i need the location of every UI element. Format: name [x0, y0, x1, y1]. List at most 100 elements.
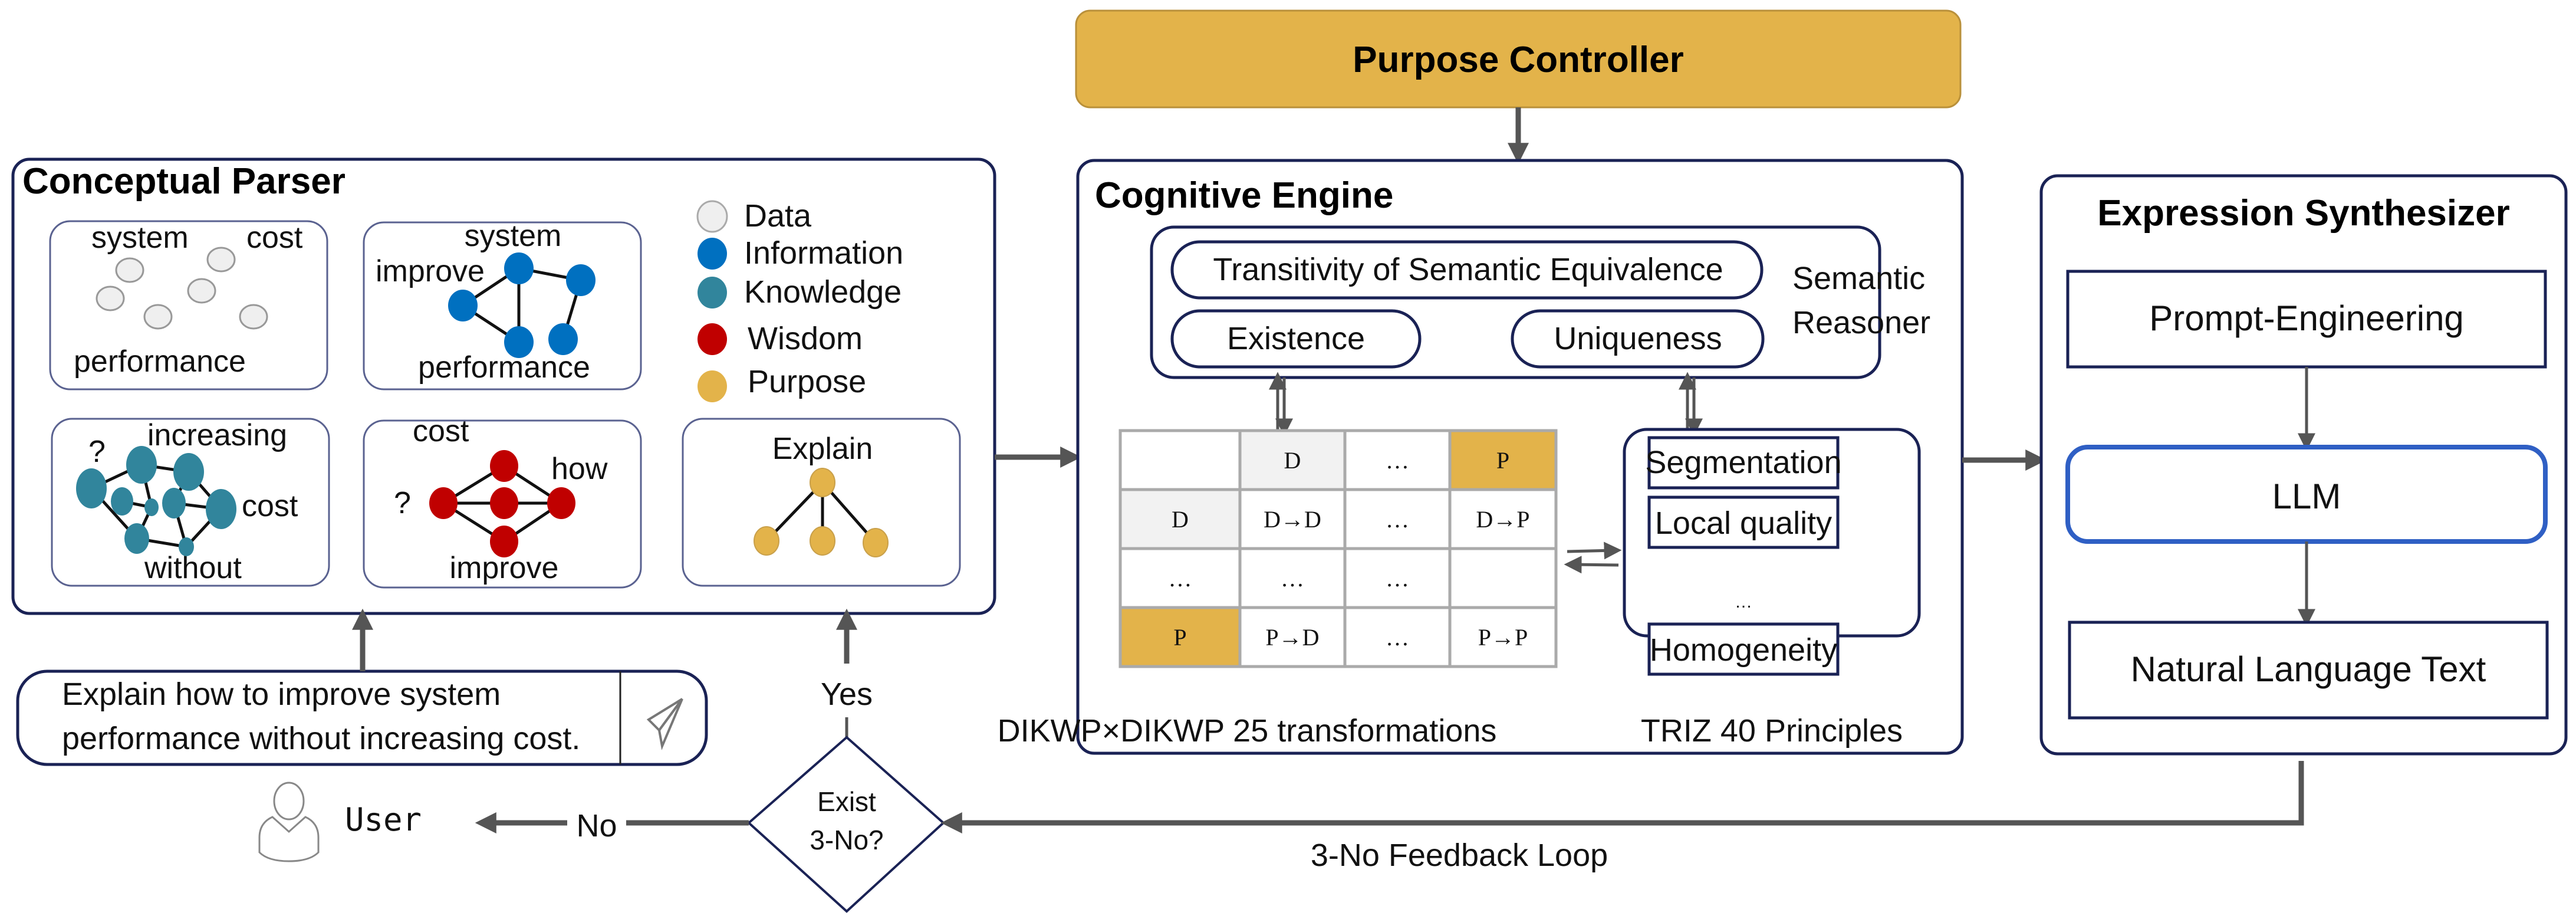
matrix-cell-label: … — [1281, 565, 1304, 592]
triz-item[interactable] — [1647, 436, 1840, 490]
triz-local-quality-label: Local quality — [1655, 506, 1832, 541]
knowledge-node — [124, 523, 149, 554]
matrix-cell — [1448, 606, 1558, 668]
triz-item[interactable] — [1647, 495, 1840, 549]
matrix-cell-label: … — [1386, 565, 1409, 592]
word-performance: performance — [74, 344, 246, 379]
data-node — [206, 247, 236, 273]
matrix-caption: DIKWP×DIKWP 25 transformations — [998, 713, 1497, 749]
expression-synthesizer-title: Expression Synthesizer — [2097, 193, 2510, 234]
matrix-cell-label: D — [1284, 447, 1301, 474]
transitivity-label: Transitivity of Semantic Equivalence — [1213, 252, 1723, 287]
triz-caption: TRIZ 40 Principles — [1641, 713, 1903, 749]
knowledge-graph-frame — [51, 418, 330, 587]
information-node — [566, 264, 596, 296]
matrix-cell-label: P→D — [1265, 624, 1319, 651]
legend-wisdom-label: Wisdom — [748, 321, 863, 356]
prompt-engineering-box[interactable] — [2066, 270, 2547, 369]
wisdom-node — [429, 487, 458, 519]
decision-line2: 3-No? — [810, 825, 883, 855]
matrix-cell — [1343, 488, 1452, 550]
knowledge-graph: ? increasing cost without — [51, 418, 330, 587]
legend-information-swatch — [698, 238, 727, 270]
triz-ellipsis: … — [1735, 592, 1752, 612]
word-performance: performance — [418, 350, 590, 385]
uniqueness-pill[interactable] — [1511, 309, 1765, 369]
llm-label: LLM — [2272, 477, 2341, 516]
decision-line1: Exist — [817, 786, 876, 817]
word-improve: improve — [376, 254, 485, 288]
data-node — [96, 285, 125, 311]
user-input-box[interactable]: Explain how to improve system performanc… — [16, 669, 708, 766]
arrow-matrix-to-triz — [1567, 541, 1622, 560]
data-node — [115, 257, 144, 283]
wisdom-node — [490, 487, 518, 519]
existence-pill[interactable] — [1170, 309, 1422, 369]
legend-knowledge-swatch — [698, 277, 727, 308]
word-system: system — [465, 219, 562, 253]
matrix-cell-label: … — [1386, 506, 1409, 533]
feedback-loop-arrow — [940, 761, 2304, 833]
conceptual-parser-title: Conceptual Parser — [22, 161, 346, 202]
matrix-cell-label: P→P — [1478, 624, 1528, 651]
matrix-cell-label: … — [1386, 624, 1409, 651]
triz-homogeneity-label: Homogeneity — [1650, 632, 1837, 668]
matrix-cell-label: P — [1173, 624, 1186, 651]
purpose-node — [863, 528, 889, 557]
prompt-engineering-label: Prompt-Engineering — [2149, 298, 2464, 338]
matrix-cell — [1448, 488, 1558, 550]
existence-label: Existence — [1227, 321, 1365, 356]
purpose-controller[interactable]: Purpose Controller — [1075, 9, 1962, 109]
word-explain: Explain — [772, 432, 873, 466]
paper-plane-icon[interactable] — [646, 698, 683, 750]
natural-language-text-label: Natural Language Text — [2131, 649, 2486, 689]
triz-segmentation-label: Segmentation — [1645, 445, 1841, 480]
knowledge-node — [144, 498, 159, 516]
matrix-cell — [1343, 429, 1452, 491]
prompt-text-line2: performance without increasing cost. — [62, 721, 580, 756]
legend-wisdom-swatch — [698, 323, 727, 355]
purpose-graph: Explain — [682, 418, 961, 587]
legend-knowledge-label: Knowledge — [744, 274, 902, 310]
data-node — [143, 304, 173, 330]
wisdom-node — [490, 450, 518, 482]
conceptual-parser-panel: Conceptual Parser system cost performanc… — [11, 157, 996, 615]
matrix-cell — [1118, 429, 1242, 491]
information-graph: system improve performance — [363, 219, 642, 390]
arrow-triz-to-matrix — [1564, 556, 1619, 574]
matrix-cell-label: … — [1386, 447, 1409, 474]
wisdom-node — [490, 526, 518, 557]
word-without: without — [144, 551, 242, 585]
purpose-node — [754, 526, 779, 556]
information-node — [448, 290, 478, 321]
decision-shape — [746, 736, 945, 913]
triz-item[interactable] — [1647, 622, 1840, 676]
transitivity-pill[interactable] — [1170, 240, 1764, 300]
word-system: system — [91, 221, 189, 255]
knowledge-node — [162, 488, 186, 518]
natural-language-text-box[interactable] — [2068, 621, 2549, 720]
yes-label: Yes — [821, 677, 873, 712]
triz-principles: Segmentation Local quality … Homogeneity — [1623, 428, 1921, 676]
matrix-cell — [1448, 547, 1558, 609]
word-how: how — [551, 452, 608, 486]
knowledge-node — [179, 537, 194, 556]
data-graph: system cost performance — [49, 220, 328, 390]
knowledge-node — [206, 489, 236, 529]
feedback-loop-label: 3-No Feedback Loop — [1311, 838, 1608, 873]
knowledge-node — [173, 453, 204, 491]
information-node — [504, 326, 534, 358]
purpose-node — [810, 468, 835, 497]
semantic-reasoner: Transitivity of Semantic Equivalence Exi… — [1150, 225, 1930, 379]
legend-information-label: Information — [744, 235, 903, 271]
matrix-cell — [1343, 547, 1452, 609]
purpose-node — [810, 526, 835, 556]
matrix-cell-label: … — [1169, 565, 1192, 592]
knowledge-node — [111, 487, 133, 516]
word-question: ? — [394, 486, 411, 520]
word-cost: cost — [413, 414, 469, 448]
word-question: ? — [88, 435, 106, 469]
matrix-cell-label: D→D — [1264, 506, 1321, 533]
matrix-cell — [1238, 488, 1347, 550]
